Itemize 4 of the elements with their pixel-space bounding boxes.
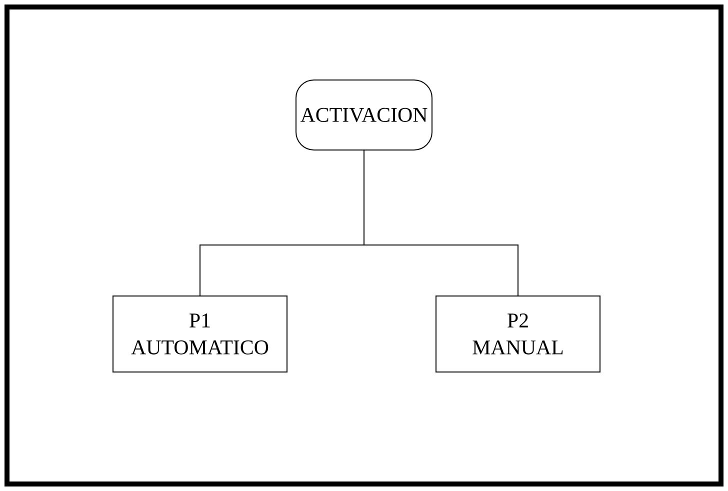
process-box: P1 AUTOMATICO bbox=[112, 296, 288, 372]
connector-line bbox=[364, 150, 518, 296]
rounded-box: ACTIVACION bbox=[296, 80, 432, 150]
process-box: P2 MANUAL bbox=[436, 296, 600, 372]
